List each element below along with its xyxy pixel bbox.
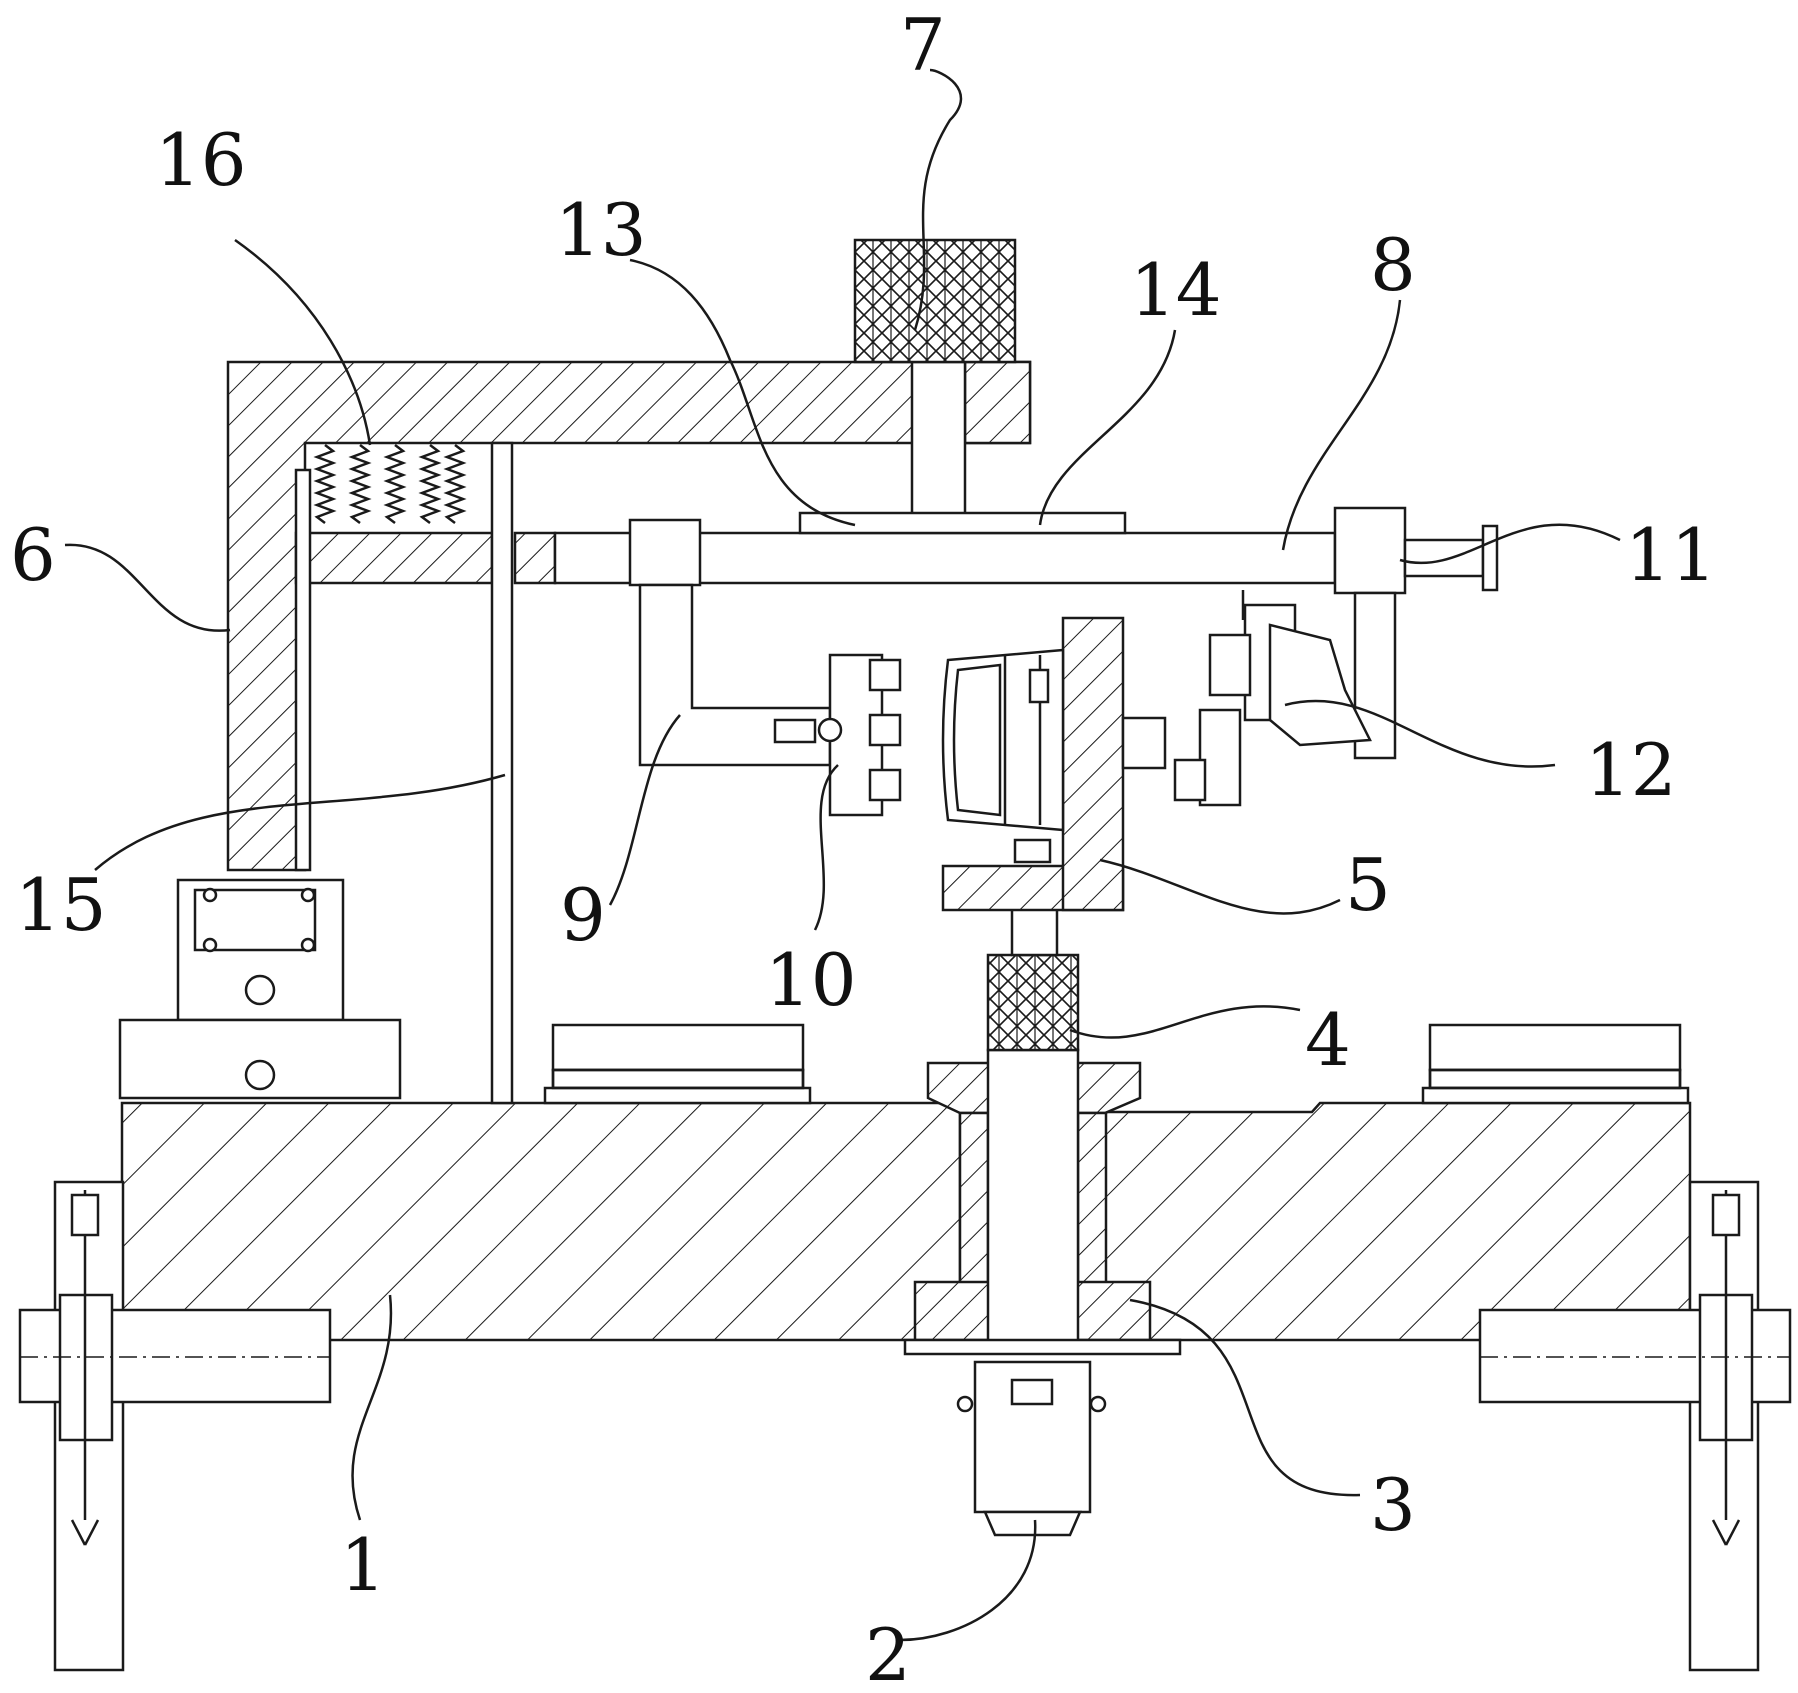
top-actuator [853,238,1017,364]
callout-3: 3 [1370,1463,1416,1547]
leader-10 [813,764,839,931]
leader-7 [913,68,963,331]
vertical-rods [294,441,514,1105]
leader-6 [64,543,231,632]
callout-12: 12 [1585,728,1677,812]
callout-14: 14 [1130,248,1222,332]
gantry-frame [226,360,1032,872]
callout-4: 4 [1305,998,1351,1082]
leader-5 [1099,858,1341,915]
right-gripper [1173,590,1397,807]
fixture-block-right [1421,1023,1690,1105]
callouts: 1 2 3 4 5 6 7 8 9 10 11 12 13 14 15 16 [10,3,1717,1693]
callout-15: 15 [15,863,107,947]
leader-4 [1069,1005,1301,1039]
callout-1: 1 [340,1523,386,1607]
leader-8 [1281,299,1402,551]
callout-9: 9 [560,873,606,957]
base-table [120,1098,1692,1347]
leader-16 [234,238,372,446]
coupling [986,905,1080,1052]
right-leg [1478,1180,1792,1672]
callout-11: 11 [1625,513,1717,597]
leader-lines [64,68,1621,1642]
callout-7: 7 [900,3,946,87]
callout-16: 16 [155,118,247,202]
callout-10: 10 [765,938,857,1022]
left-leg [18,1180,332,1672]
callout-8: 8 [1370,223,1416,307]
left-gripper [638,583,902,817]
motor [956,1360,1107,1537]
leader-12 [1284,699,1556,768]
leader-15 [94,773,506,871]
leader-3 [1129,1298,1361,1497]
leader-9 [608,714,681,906]
callout-5: 5 [1345,843,1391,927]
slide-assembly [294,506,1499,595]
leader-11 [1399,523,1621,565]
callout-6: 6 [10,513,56,597]
rotary-holder [941,616,1167,912]
left-clamp-block [118,878,402,1100]
bearing-housing [903,1048,1182,1356]
leader-13 [629,258,856,527]
leader-2 [899,1519,1037,1642]
callout-13: 13 [555,188,647,272]
spring-stack [313,444,467,524]
leader-1 [351,1294,393,1521]
leader-14 [1038,329,1177,526]
fixture-block-left [543,1023,812,1105]
callout-2: 2 [865,1613,911,1693]
